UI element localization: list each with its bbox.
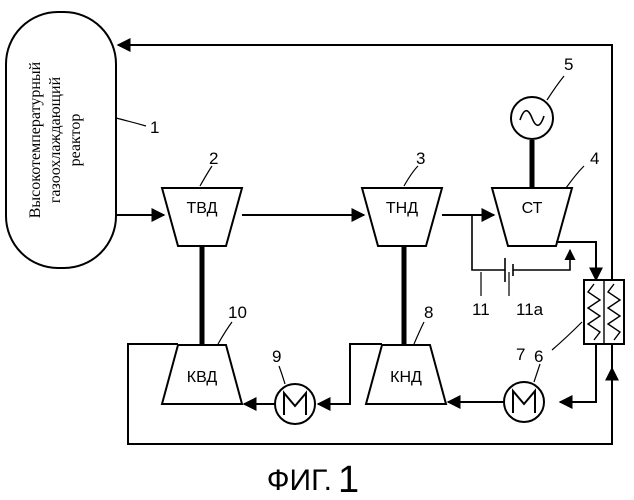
lp-compressor-ref: 8	[424, 303, 433, 322]
flow-recuperator-to-precooler	[560, 344, 596, 402]
intercooler-ref: 9	[272, 347, 281, 366]
lp-turbine-ref: 3	[416, 149, 425, 168]
bypass-line-ref: 11	[472, 300, 490, 319]
lp-turbine-label: ТНД	[386, 200, 418, 217]
intercooler	[275, 384, 315, 424]
lp-compressor: КНД	[366, 345, 446, 404]
precooler-ref: 7	[516, 345, 525, 364]
power-turbine: СТ	[492, 188, 572, 246]
generator-ref: 5	[564, 55, 573, 74]
figure-caption-prefix: ФИГ.	[267, 464, 332, 497]
hp-compressor: КВД	[162, 345, 242, 404]
precooler	[504, 382, 544, 422]
precooler-leader	[534, 364, 540, 382]
figure-caption-number: 1	[338, 459, 359, 500]
hp-compressor-label: КВД	[187, 369, 218, 386]
reactor-label-line1: Высокотемпературный	[27, 61, 44, 218]
hp-turbine: ТВД	[162, 188, 242, 246]
bypass-valve-ref: 11a	[516, 300, 544, 319]
reactor-ref: 1	[150, 118, 159, 137]
reactor-label-line2: газоохлаждающий	[47, 76, 64, 203]
flow-pt-to-recuperator	[556, 242, 596, 280]
hp-turbine-ref: 2	[209, 149, 218, 168]
hp-turbine-leader	[200, 166, 212, 186]
hp-turbine-label: ТВД	[187, 200, 218, 217]
lp-turbine: ТНД	[362, 188, 442, 246]
reactor-label-line3: реактор	[67, 114, 84, 167]
reactor-leader	[116, 118, 146, 126]
power-turbine-ref: 4	[590, 149, 599, 168]
generator	[511, 97, 553, 139]
lp-compressor-label: КНД	[390, 369, 422, 386]
lp-compressor-leader	[414, 322, 424, 344]
hp-compressor-leader	[218, 322, 232, 344]
intercooler-leader	[279, 366, 285, 384]
recuperator	[584, 280, 624, 344]
hp-compressor-ref: 10	[228, 303, 247, 322]
recuperator-leader	[552, 322, 582, 350]
reactor-vessel: Высокотемпературный газоохлаждающий реак…	[6, 12, 116, 268]
recuperator-ref: 6	[534, 347, 543, 366]
generator-leader	[547, 76, 564, 100]
power-turbine-leader	[566, 166, 584, 188]
power-turbine-label: СТ	[522, 200, 543, 217]
lp-turbine-leader	[404, 166, 418, 186]
